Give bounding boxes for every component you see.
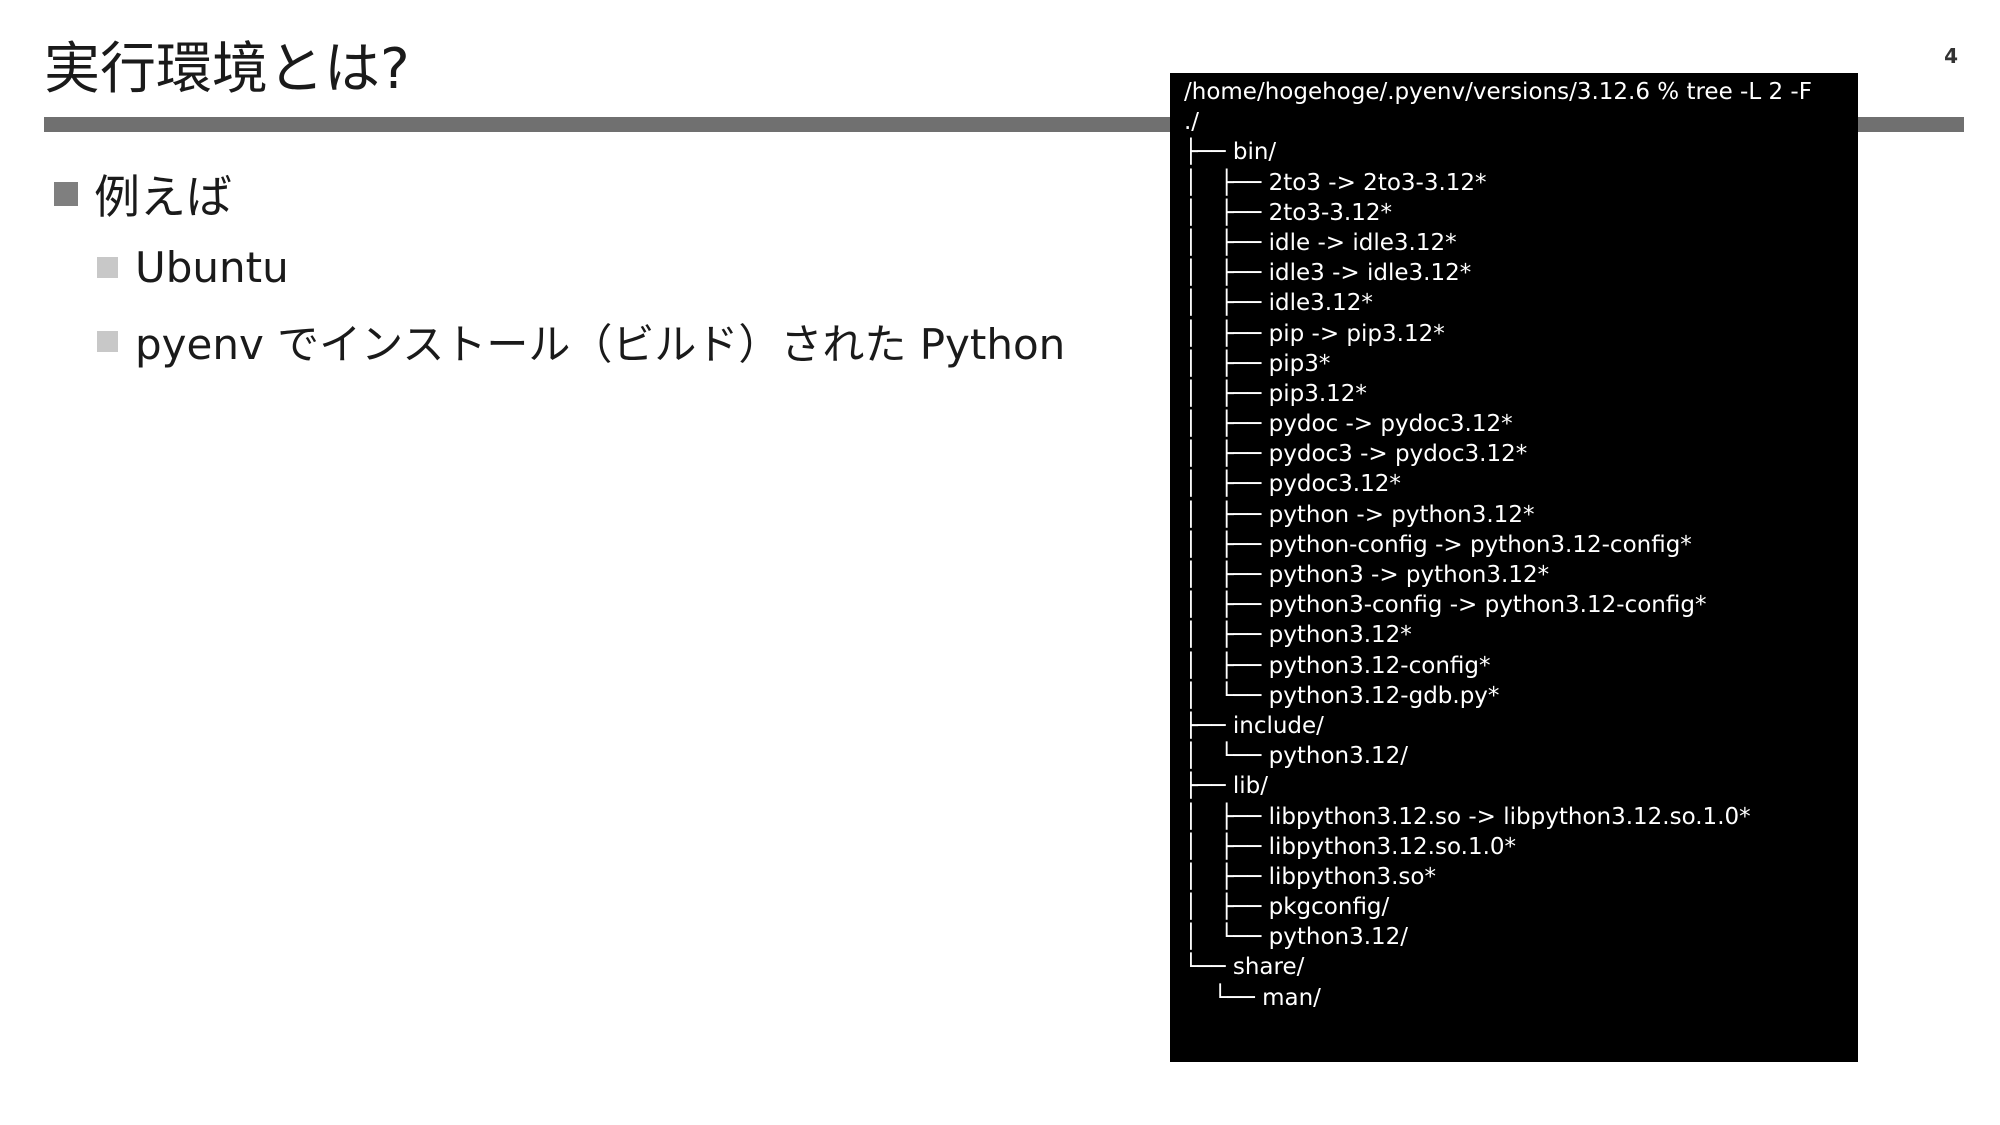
terminal-line: ├── bin/	[1184, 139, 1277, 166]
square-bullet-icon	[54, 182, 78, 206]
terminal-line: │ ├── pip -> pip3.12*	[1184, 320, 1445, 347]
terminal-line: │ └── python3.12/	[1184, 924, 1409, 951]
terminal-line: ├── lib/	[1184, 773, 1268, 800]
terminal-line: │ ├── python3 -> python3.12*	[1184, 562, 1550, 588]
terminal-line: │ ├── pkgconfig/	[1184, 894, 1390, 921]
terminal-line: │ └── python3.12/	[1184, 743, 1409, 770]
slide-title: 実行環境とは?	[44, 37, 410, 102]
terminal-line: │ ├── libpython3.12.so.1.0*	[1184, 833, 1517, 860]
bullet-item-level2: pyenv でインストール（ビルド）された Python	[97, 304, 1065, 378]
bullet-item-level2: Ubuntu	[97, 230, 1065, 304]
terminal-output-panel: /home/hogehoge/.pyenv/versions/3.12.6 % …	[1170, 73, 1858, 1062]
square-bullet-icon	[97, 330, 118, 352]
bullet-text: Ubuntu	[135, 242, 289, 292]
terminal-line: │ ├── libpython3.so*	[1184, 863, 1436, 890]
square-bullet-icon	[97, 256, 118, 278]
terminal-line: │ ├── python -> python3.12*	[1184, 501, 1535, 528]
terminal-line: │ ├── pip3.12*	[1184, 380, 1367, 407]
terminal-command-line: /home/hogehoge/.pyenv/versions/3.12.6 % …	[1184, 79, 1812, 105]
terminal-line: │ ├── 2to3 -> 2to3-3.12*	[1184, 169, 1487, 196]
terminal-line: │ ├── python3-config -> python3.12-confi…	[1184, 592, 1707, 619]
terminal-line: │ ├── python3.12-config*	[1184, 652, 1491, 679]
terminal-line: │ ├── python-config -> python3.12-config…	[1184, 531, 1692, 558]
terminal-line: │ ├── idle3.12*	[1184, 290, 1373, 317]
terminal-line: ├── include/	[1184, 712, 1324, 739]
bullet-text: 例えば	[94, 170, 232, 224]
terminal-line: │ ├── pydoc -> pydoc3.12*	[1184, 411, 1513, 438]
terminal-line: │ └── python3.12-gdb.py*	[1184, 682, 1500, 709]
terminal-line: │ ├── pip3*	[1184, 350, 1331, 377]
bullet-text: pyenv でインストール（ビルド）された Python	[135, 319, 1066, 369]
terminal-line: │ ├── libpython3.12.so -> libpython3.12.…	[1184, 803, 1751, 830]
terminal-line: │ ├── 2to3-3.12*	[1184, 199, 1392, 226]
bullet-list: 例えば Ubuntu pyenv でインストール（ビルド）された Python	[54, 158, 1065, 378]
terminal-line: │ ├── pydoc3 -> pydoc3.12*	[1184, 441, 1528, 468]
terminal-line: └── share/	[1184, 954, 1305, 981]
terminal-line: └── man/	[1184, 984, 1321, 1011]
terminal-line: │ ├── pydoc3.12*	[1184, 471, 1401, 498]
terminal-line: ./	[1184, 109, 1200, 136]
terminal-line: │ ├── python3.12*	[1184, 622, 1412, 649]
terminal-line: │ ├── idle3 -> idle3.12*	[1184, 260, 1472, 287]
terminal-line: │ ├── idle -> idle3.12*	[1184, 229, 1457, 256]
page-number: 4	[1944, 44, 1958, 68]
bullet-item-level1: 例えば	[54, 158, 1065, 230]
